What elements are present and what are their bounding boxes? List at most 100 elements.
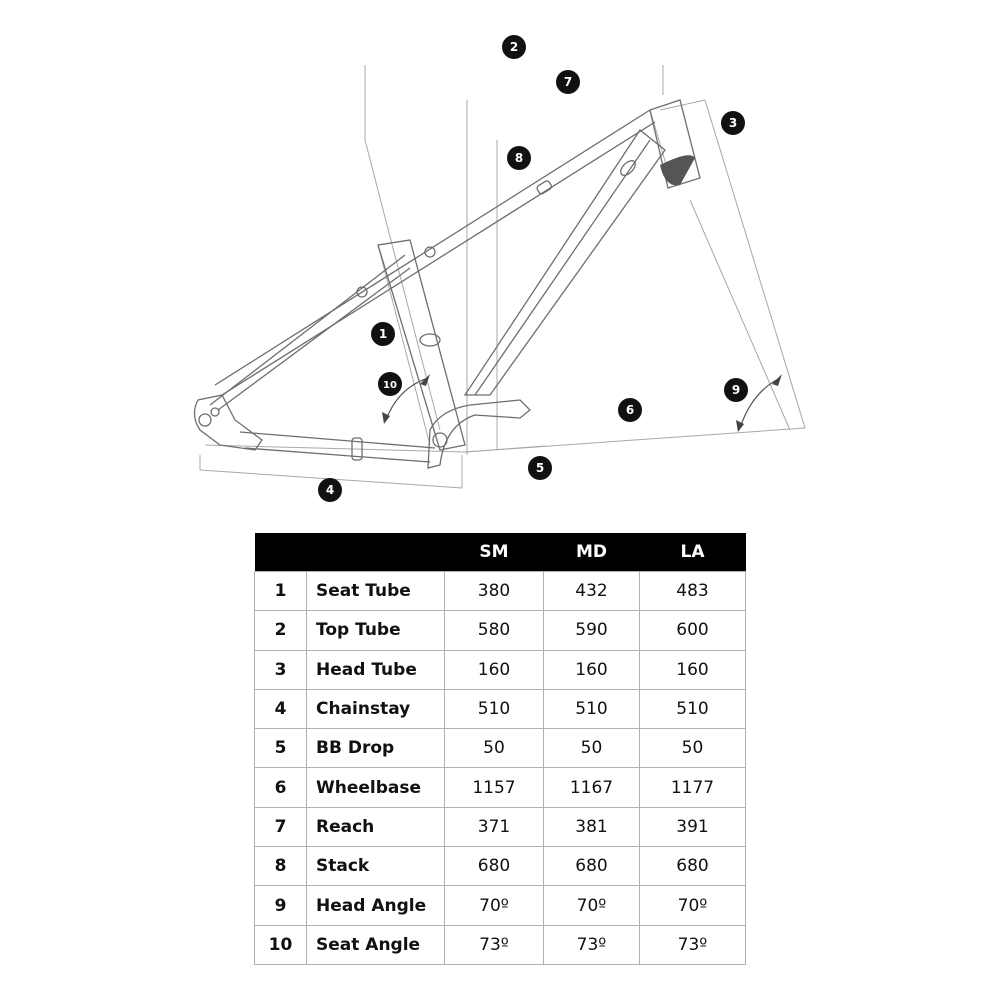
svg-text:8: 8 — [515, 151, 523, 165]
row-measurement: Top Tube — [306, 610, 445, 651]
header-name — [306, 533, 445, 572]
table-row: 8 Stack 680 680 680 — [254, 846, 746, 887]
value-sm: 160 — [444, 649, 544, 690]
row-number: 9 — [254, 885, 307, 926]
value-md: 160 — [543, 649, 640, 690]
header-size-sm: SM — [444, 533, 544, 572]
callout-markers: 1 2 3 4 5 6 7 8 9 10 — [318, 35, 748, 502]
measurement-lines — [199, 65, 806, 489]
table-row: 10 Seat Angle 73º 73º 73º — [254, 924, 746, 966]
value-la: 50 — [639, 728, 746, 769]
value-md: 510 — [543, 688, 640, 730]
callout-8: 8 — [507, 146, 531, 170]
geometry-table: SM MD LA 1 Seat Tube 380 432 483 2 Top T… — [254, 533, 746, 966]
geometry-table-body: 1 Seat Tube 380 432 483 2 Top Tube 580 5… — [254, 570, 746, 966]
frame-geometry-diagram: 1 2 3 4 5 6 7 8 9 10 — [193, 35, 806, 502]
callout-6: 6 — [618, 398, 642, 422]
value-sm: 380 — [444, 570, 544, 612]
seat-tube — [377, 239, 466, 451]
row-number: 8 — [254, 846, 307, 887]
row-measurement: Reach — [306, 806, 445, 848]
row-number: 7 — [254, 806, 307, 848]
value-la: 160 — [639, 649, 746, 690]
svg-text:9: 9 — [732, 383, 740, 397]
row-measurement: Seat Angle — [306, 924, 445, 966]
callout-2: 2 — [502, 35, 526, 59]
row-number: 6 — [254, 767, 307, 808]
svg-text:2: 2 — [510, 40, 518, 54]
row-measurement: Wheelbase — [306, 767, 445, 808]
value-sm: 371 — [444, 806, 544, 848]
header-size-la: LA — [639, 533, 746, 572]
value-la: 70º — [639, 885, 746, 926]
row-measurement: Head Angle — [306, 885, 445, 926]
value-md: 1167 — [543, 767, 640, 808]
svg-text:5: 5 — [536, 461, 544, 475]
svg-text:7: 7 — [564, 75, 572, 89]
svg-text:10: 10 — [383, 380, 397, 391]
bottom-bracket — [427, 399, 531, 469]
down-tube — [463, 129, 666, 396]
table-row: 2 Top Tube 580 590 600 — [254, 610, 746, 651]
value-sm: 580 — [444, 610, 544, 651]
callout-5: 5 — [528, 456, 552, 480]
value-sm: 50 — [444, 728, 544, 769]
row-measurement: Seat Tube — [306, 570, 445, 612]
value-la: 1177 — [639, 767, 746, 808]
table-row: 9 Head Angle 70º 70º 70º — [254, 885, 746, 926]
row-measurement: Head Tube — [306, 649, 445, 690]
value-md: 50 — [543, 728, 640, 769]
value-sm: 70º — [444, 885, 544, 926]
rear-dropout — [193, 394, 263, 451]
row-number: 2 — [254, 610, 307, 651]
table-row: 6 Wheelbase 1157 1167 1177 — [254, 767, 746, 808]
angle-arrows — [385, 377, 781, 429]
seat-stay — [209, 254, 406, 406]
callout-7: 7 — [556, 70, 580, 94]
value-md: 73º — [543, 924, 640, 966]
table-row: 3 Head Tube 160 160 160 — [254, 649, 746, 690]
value-sm: 680 — [444, 846, 544, 887]
value-md: 70º — [543, 885, 640, 926]
value-sm: 510 — [444, 688, 544, 730]
row-number: 10 — [254, 924, 307, 966]
svg-text:3: 3 — [729, 116, 737, 130]
value-la: 483 — [639, 570, 746, 612]
callout-3: 3 — [721, 111, 745, 135]
value-md: 432 — [543, 570, 640, 612]
value-la: 510 — [639, 688, 746, 730]
header-number — [254, 533, 307, 572]
svg-text:6: 6 — [626, 403, 634, 417]
row-measurement: BB Drop — [306, 728, 445, 769]
value-la: 680 — [639, 846, 746, 887]
row-number: 5 — [254, 728, 307, 769]
svg-text:1: 1 — [379, 327, 387, 341]
value-md: 590 — [543, 610, 640, 651]
callout-10: 10 — [378, 372, 402, 396]
arrow-heads — [382, 374, 782, 432]
row-number: 4 — [254, 688, 307, 730]
row-measurement: Chainstay — [306, 688, 445, 730]
value-la: 391 — [639, 806, 746, 848]
value-sm: 73º — [444, 924, 544, 966]
table-row: 7 Reach 371 381 391 — [254, 806, 746, 848]
geometry-table-header: SM MD LA — [254, 533, 746, 572]
callout-4: 4 — [318, 478, 342, 502]
row-measurement: Stack — [306, 846, 445, 887]
callout-1: 1 — [371, 322, 395, 346]
header-size-md: MD — [543, 533, 640, 572]
table-row: 5 BB Drop 50 50 50 — [254, 728, 746, 769]
table-row: 4 Chainstay 510 510 510 — [254, 688, 746, 730]
callout-9: 9 — [724, 378, 748, 402]
row-number: 1 — [254, 570, 307, 612]
value-md: 381 — [543, 806, 640, 848]
head-tube — [649, 99, 701, 189]
bike-frame — [193, 99, 701, 469]
row-number: 3 — [254, 649, 307, 690]
value-md: 680 — [543, 846, 640, 887]
value-la: 600 — [639, 610, 746, 651]
chainstay — [239, 431, 436, 449]
table-row: 1 Seat Tube 380 432 483 — [254, 570, 746, 612]
value-sm: 1157 — [444, 767, 544, 808]
svg-text:4: 4 — [326, 483, 334, 497]
